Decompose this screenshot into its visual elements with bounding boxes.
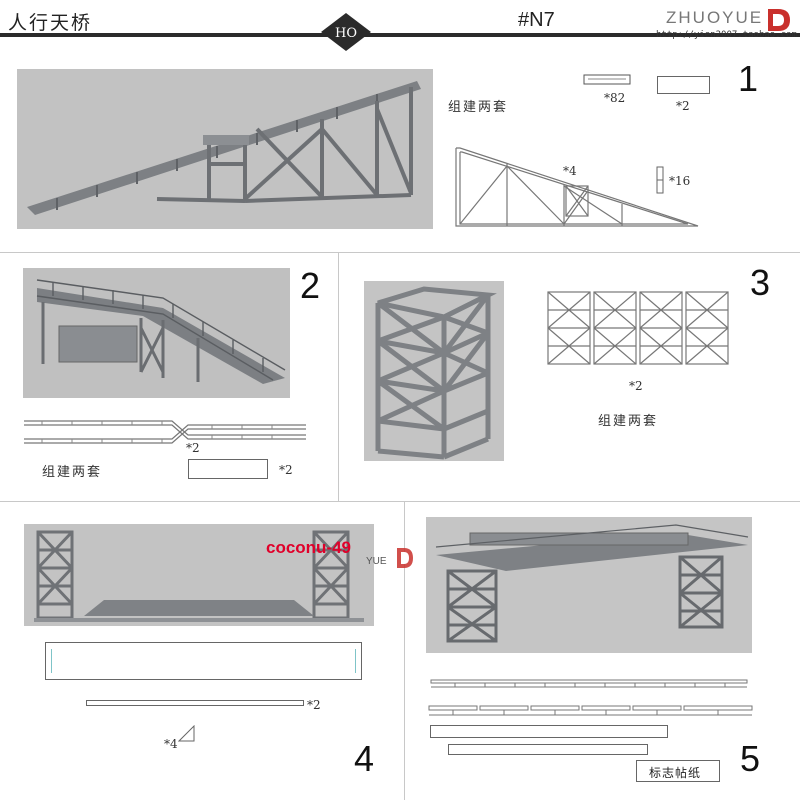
divider-row3-vertical	[404, 502, 405, 800]
panel3-assembly-note: 组建两套	[598, 414, 659, 429]
tower-side-frames-part	[547, 291, 729, 365]
inner-strip-part	[448, 744, 648, 755]
step-number-5: 5	[740, 738, 761, 779]
scale-badge: HO	[321, 13, 371, 51]
corner-bracket-part	[178, 725, 195, 742]
side-strip-part	[430, 725, 668, 738]
panel1-qty-plate: *2	[676, 99, 690, 113]
divider-row2-vertical	[338, 253, 339, 501]
stair-assembly-photo	[23, 268, 290, 398]
panel2-assembly-note: 组建两套	[42, 465, 103, 480]
rail-strip-part	[86, 700, 304, 706]
panel3-qty-side: *2	[629, 379, 643, 393]
stair-step-part	[583, 74, 631, 85]
bridge-span-photo	[24, 524, 374, 626]
step-number-2: 2	[300, 265, 321, 306]
deck-plate-edge-left	[51, 649, 52, 673]
scale-badge-label: HO	[335, 26, 357, 41]
panel1-qty-post: *16	[669, 174, 691, 188]
divider-row2	[0, 501, 800, 502]
watermark-logo-icon	[397, 548, 413, 568]
step-number-3: 3	[750, 262, 771, 303]
handrail-part-upper	[430, 679, 748, 688]
store-url: http://yien2007.taobao.com	[656, 30, 797, 40]
panel1-qty-frame: *4	[563, 164, 577, 178]
step-number-4: 4	[354, 738, 375, 779]
panel1-qty-steps: *82	[604, 91, 626, 105]
side-panel-part	[188, 459, 268, 479]
page-title: 人行天桥	[8, 12, 93, 34]
panel2-qty-railing: *2	[186, 441, 200, 455]
deck-plate-edge-right	[355, 649, 356, 673]
divider-row1	[0, 252, 800, 253]
railing-part	[24, 420, 306, 444]
header-bar	[0, 33, 800, 37]
panel2-qty-panel: *2	[279, 463, 293, 477]
brand-logo-icon	[768, 9, 790, 31]
watermark-brand: YUE	[366, 556, 387, 567]
step-number-1: 1	[738, 58, 759, 99]
panel1-assembly-note: 组建两套	[448, 100, 509, 115]
staircase-photo	[17, 69, 433, 229]
deck-plate-part	[45, 642, 362, 680]
watermark-text: coconu-49	[266, 538, 352, 557]
brand-name: ZHUOYUE	[666, 8, 764, 27]
side-frame-part	[455, 147, 699, 227]
handrail-part-lower	[428, 705, 753, 716]
post-part	[656, 166, 664, 194]
tower-photo	[364, 281, 504, 461]
sticker-label-box: 标志帖纸	[636, 760, 720, 782]
panel4-qty-bracket: *4	[164, 737, 178, 751]
model-code: #N7	[518, 9, 555, 31]
completed-bridge-photo	[426, 517, 752, 653]
panel4-qty-rail: *2	[307, 698, 321, 712]
base-plate-part	[657, 76, 710, 94]
